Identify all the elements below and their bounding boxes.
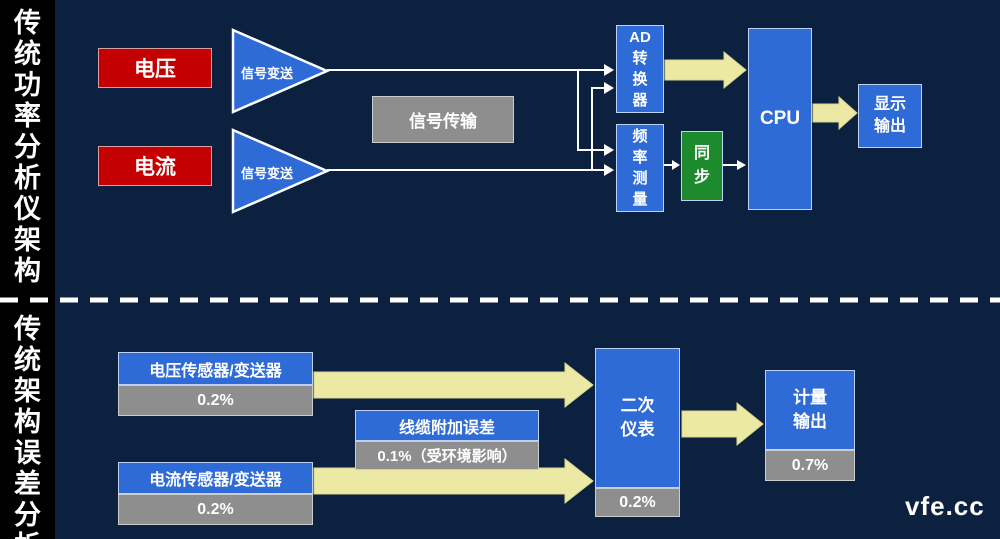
secondary-meter-box: 二次 仪表: [595, 348, 680, 488]
voltage-transducer-triangle: [231, 28, 331, 114]
cable-error-value-box: 0.1%（受环境影响）: [355, 441, 539, 470]
voltage-input-box: 电压: [98, 48, 212, 88]
arrowhead-sync: [672, 160, 680, 170]
current-sensor-box: 电流传感器/变送器: [118, 462, 313, 494]
voltage-sensor-to-meter-arrow: [313, 361, 594, 409]
voltage-to-freq-wire: [577, 70, 604, 151]
frequency-measure-box: 频 率 测 量: [616, 124, 664, 212]
arrowhead-freq-2: [604, 164, 614, 176]
cpu-box: CPU: [748, 28, 812, 210]
metering-output-error-box: 0.7%: [765, 450, 855, 481]
meter-to-metering-arrow: [681, 401, 764, 447]
secondary-meter-error-box: 0.2%: [595, 488, 680, 517]
arrowhead-freq-1: [604, 144, 614, 156]
current-transducer-triangle: [231, 128, 331, 214]
current-sensor-error-box: 0.2%: [118, 494, 313, 525]
cable-error-box: 线缆附加误差: [355, 410, 539, 441]
current-input-box: 电流: [98, 146, 212, 186]
metering-output-box: 计量 输出: [765, 370, 855, 450]
watermark: vfe.cc: [905, 491, 985, 521]
sync-box: 同 步: [681, 131, 723, 201]
voltage-transducer-label: 信号变送: [240, 66, 293, 81]
signal-transmission-box: 信号传输: [372, 96, 514, 143]
voltage-sensor-box: 电压传感器/变送器: [118, 352, 313, 385]
ad-converter-box: AD 转 换 器: [616, 25, 664, 113]
bottom-section-title: 传 统 架 构 误 差 分 析: [14, 314, 41, 539]
display-output-box: 显示 输出: [858, 84, 922, 148]
arrowhead-ad-2: [604, 82, 614, 94]
cpu-to-display-arrow: [812, 95, 858, 131]
current-sensor-to-meter-arrow: [313, 457, 594, 505]
section-label-strip: 传 统 功 率 分 析 仪 架 构 传 统 架 构 误 差 分 析: [0, 0, 55, 539]
arrowhead-cpu: [737, 160, 746, 170]
top-section-title: 传 统 功 率 分 析 仪 架 构: [14, 8, 41, 286]
current-transducer-label: 信号变送: [240, 166, 293, 181]
arrowhead-ad-1: [604, 64, 614, 76]
current-to-ad-wire: [591, 87, 604, 170]
voltage-sensor-error-box: 0.2%: [118, 385, 313, 416]
ad-to-cpu-arrow: [664, 50, 747, 90]
